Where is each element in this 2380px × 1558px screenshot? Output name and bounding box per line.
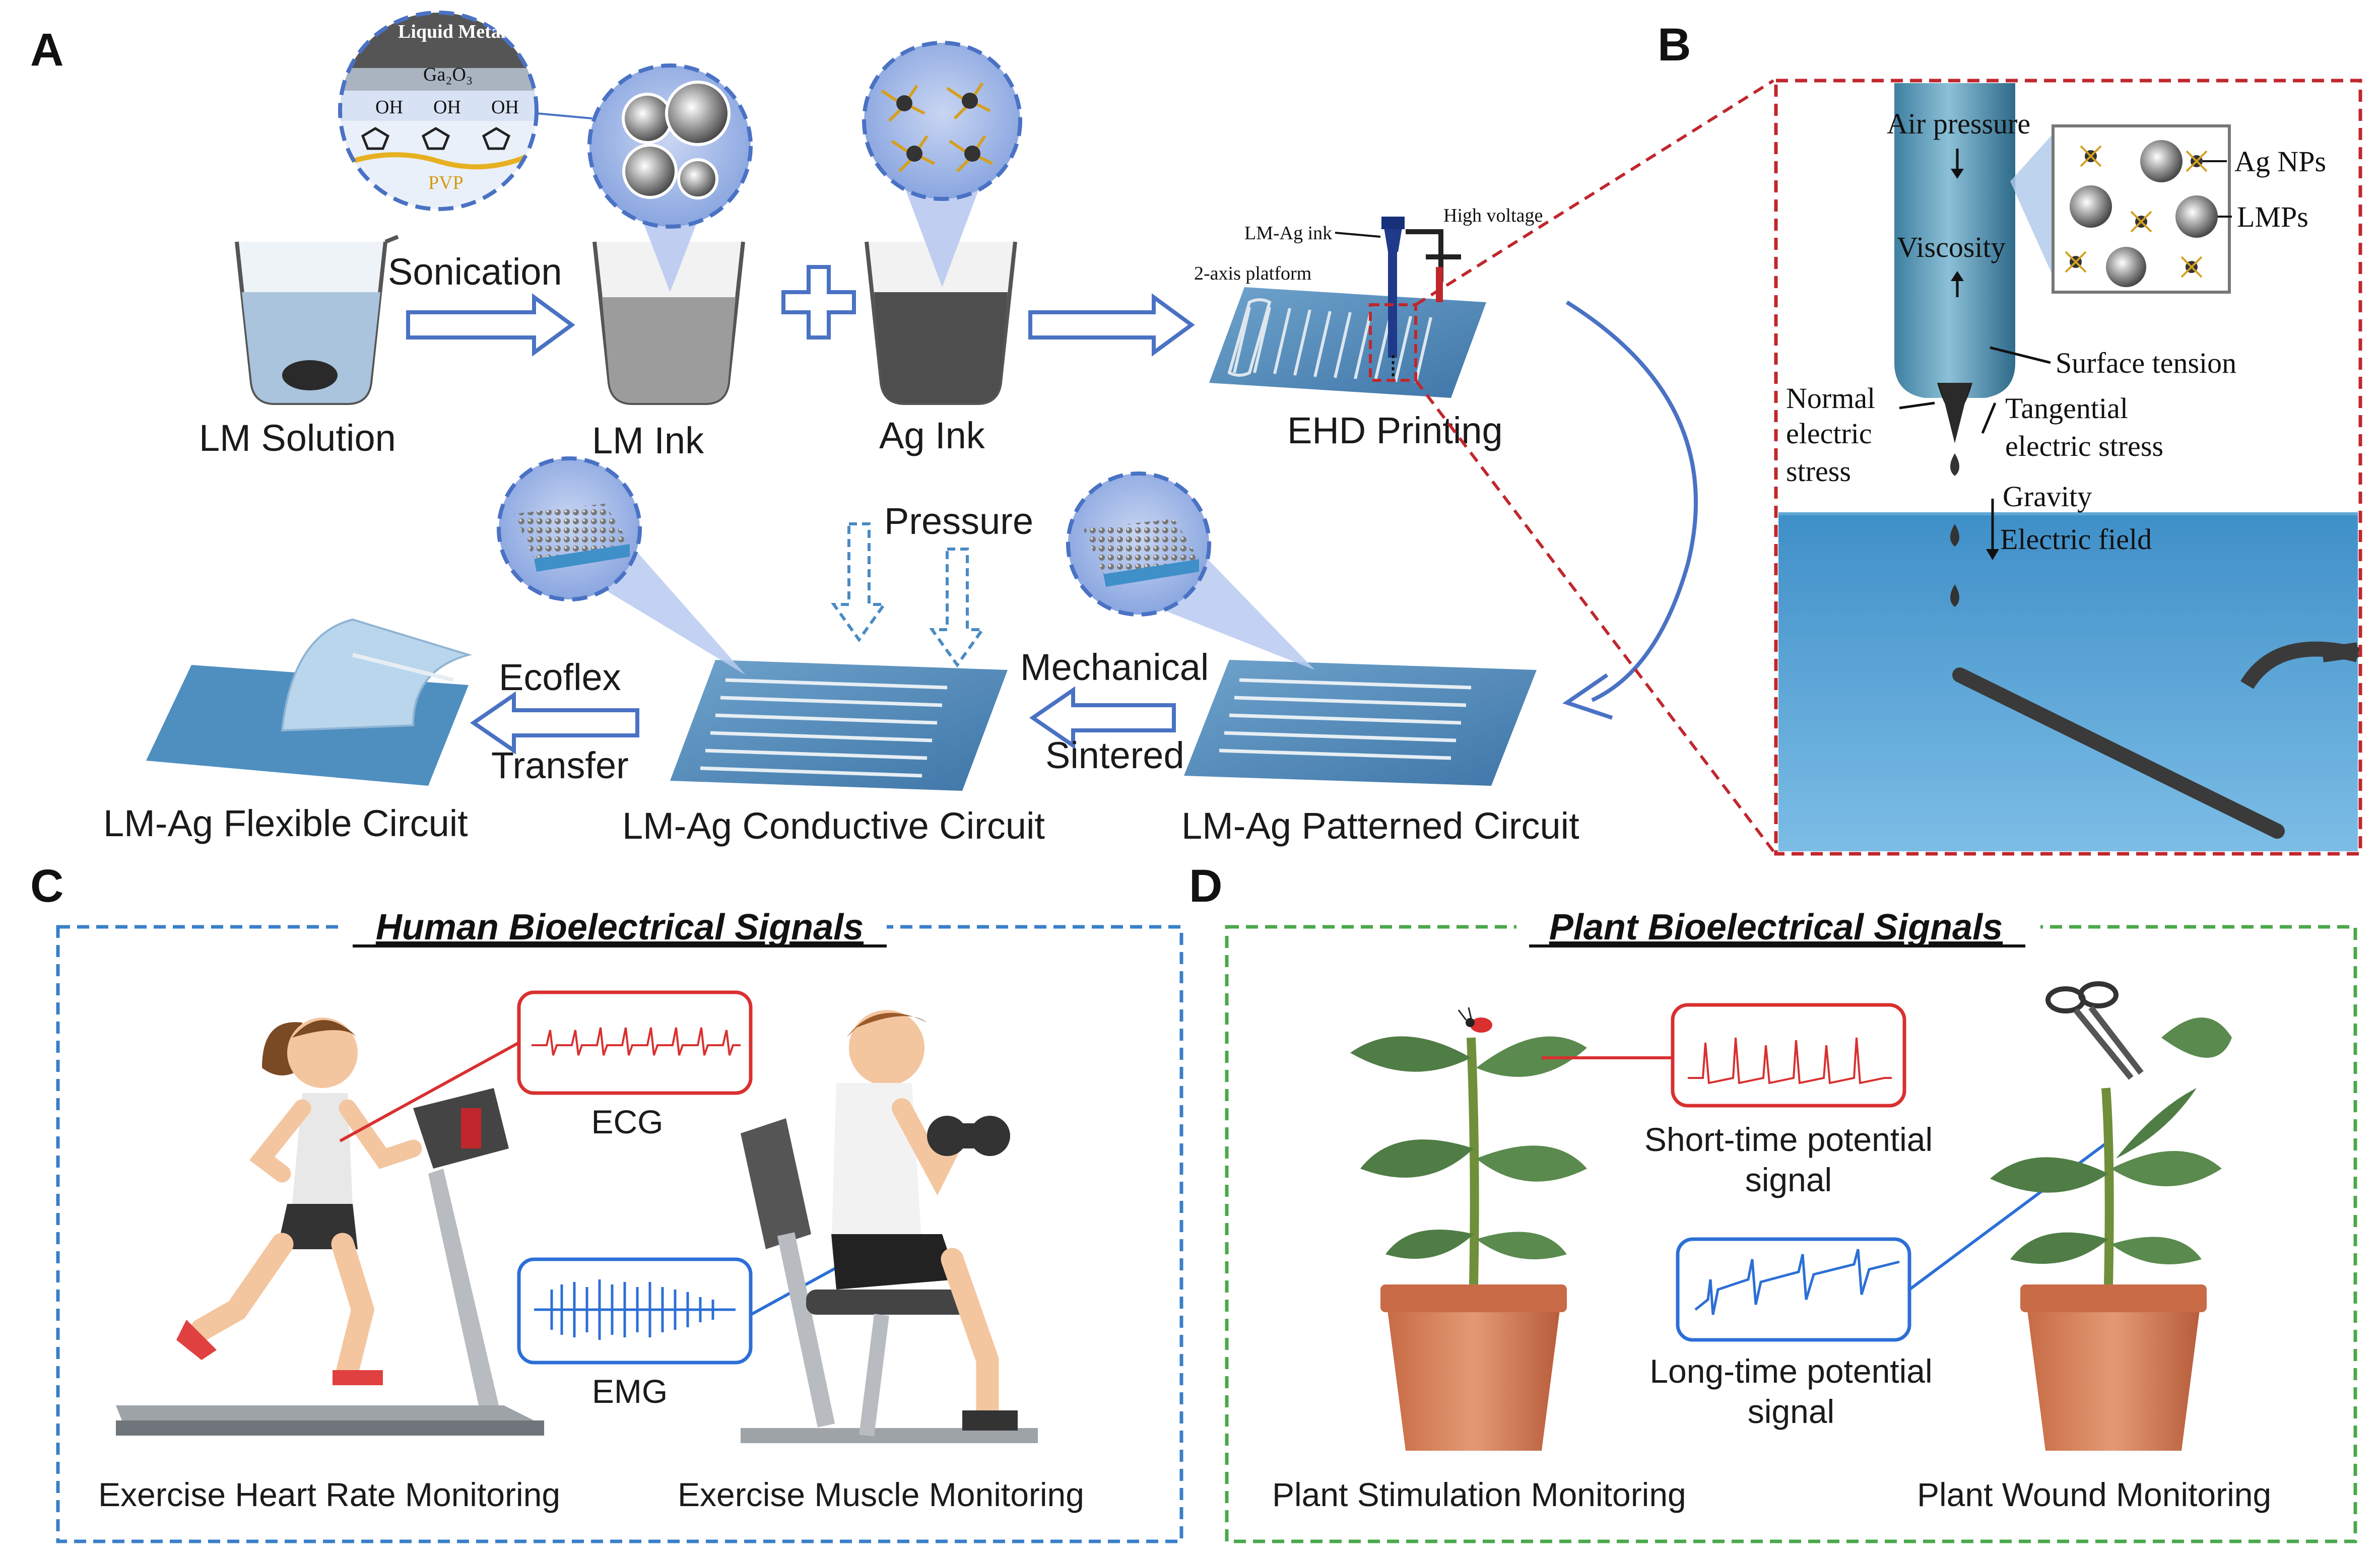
- connector-line-bottom: [1414, 379, 1775, 852]
- arrow-normal-stress: [1899, 401, 1935, 410]
- label-viscosity: Viscosity: [1897, 231, 2006, 263]
- treadmill-runner-illustration: [116, 1018, 544, 1436]
- label-air-pressure: Air pressure: [1887, 107, 2030, 140]
- label-long-time-1: Long-time potential: [1649, 1352, 1932, 1390]
- panel-label-b: B: [1658, 19, 1691, 71]
- panel-c-title: Human Bioelectrical Signals: [376, 907, 864, 947]
- label-heart-rate-monitoring: Exercise Heart Rate Monitoring: [98, 1476, 560, 1513]
- flexible-circuit-sheet: [146, 618, 473, 786]
- curved-arrow-ehd-to-patterned: [1565, 300, 1698, 702]
- label-lmps: LMPs: [2237, 200, 2308, 233]
- label-emg: EMG: [592, 1373, 668, 1410]
- panel-b-particle-inset: [2010, 124, 2232, 294]
- label-lm-solution: LM Solution: [199, 417, 396, 459]
- label-ag-ink: Ag Ink: [879, 415, 985, 456]
- pressure-arrows: [831, 522, 985, 668]
- label-sintered: Sintered: [1045, 734, 1184, 776]
- label-flexible-circuit: LM-Ag Flexible Circuit: [103, 802, 468, 844]
- arrowhead-viscosity: [1951, 271, 1964, 281]
- lm-ink-zoom-bubble: [587, 63, 753, 292]
- short-time-trace: [1688, 1037, 1892, 1085]
- panel-d-title-bg: [1516, 909, 2040, 950]
- panel-c-title-bg: [343, 909, 887, 950]
- ecg-trace: [532, 1027, 741, 1056]
- plant-stimulation-illustration: [1350, 1007, 1587, 1451]
- pointer-lm-ag-ink: [1335, 232, 1381, 238]
- label-electric-field: Electric field: [2000, 523, 2152, 556]
- label-stimulation-monitoring: Plant Stimulation Monitoring: [1272, 1476, 1686, 1513]
- label-lm-ag-ink: LM-Ag ink: [1244, 223, 1332, 244]
- label-long-time-2: signal: [1748, 1393, 1834, 1430]
- panel-d-title: Plant Bioelectrical Signals: [1549, 907, 2003, 947]
- label-short-time-1: Short-time potential: [1644, 1121, 1933, 1158]
- label-short-time-2: signal: [1745, 1161, 1832, 1198]
- arrow-mechanical-sintered: [1029, 686, 1176, 750]
- panel-label-c: C: [30, 860, 63, 912]
- patterned-zoom-bubble: [1066, 471, 1315, 670]
- label-oh-2: OH: [433, 97, 461, 118]
- label-tangential-1: Tangential: [2005, 392, 2128, 425]
- arrow-tangential-stress: [1981, 402, 1997, 434]
- label-mechanical: Mechanical: [1020, 646, 1209, 688]
- label-high-voltage: High voltage: [1443, 205, 1543, 226]
- panel-b-scene: [1778, 83, 2360, 851]
- gym-machine-illustration: [741, 1010, 1038, 1443]
- plus-icon: [781, 265, 856, 340]
- label-pvp: PVP: [428, 172, 464, 193]
- label-normal-2: electric: [1786, 417, 1872, 450]
- long-time-signal-box: [1676, 1237, 1911, 1342]
- label-ag-nps: Ag NPs: [2234, 145, 2326, 178]
- emg-trace: [534, 1279, 736, 1340]
- long-time-trace: [1694, 1249, 1900, 1315]
- label-ehd-printing: EHD Printing: [1287, 410, 1503, 451]
- curved-arrow-head: [1562, 673, 1613, 720]
- label-oh-3: OH: [491, 97, 519, 118]
- beaker-lm-ink: [592, 241, 745, 405]
- arrow-sonication: [406, 293, 575, 357]
- label-conductive-circuit: LM-Ag Conductive Circuit: [622, 805, 1045, 847]
- plant-wound-illustration: [1990, 981, 2232, 1451]
- label-gravity: Gravity: [2003, 480, 2092, 513]
- arrow-ecoflex-transfer: [470, 691, 639, 755]
- arrow-surface-tension: [1990, 346, 2051, 364]
- label-pressure: Pressure: [884, 500, 1033, 542]
- ehd-printing-stage: [1209, 217, 1486, 398]
- label-sonication: Sonication: [388, 251, 562, 293]
- arrowhead-air-pressure: [1951, 169, 1964, 179]
- conductive-circuit-plate: [670, 660, 1008, 791]
- label-patterned-circuit: LM-Ag Patterned Circuit: [1181, 805, 1579, 847]
- liquid-metal-inset: [338, 11, 592, 211]
- label-muscle-monitoring: Exercise Muscle Monitoring: [678, 1476, 1084, 1513]
- label-oh-1: OH: [375, 97, 403, 118]
- ag-ink-zoom-bubble: [862, 41, 1022, 287]
- label-ga2o3: Ga₂O₃: [423, 64, 473, 85]
- conductive-zoom-bubble: [497, 456, 746, 675]
- panel-label-d: D: [1189, 860, 1222, 912]
- label-normal-3: stress: [1786, 455, 1851, 488]
- label-ecoflex: Ecoflex: [499, 656, 621, 698]
- patterned-circuit-plate: [1184, 660, 1537, 786]
- ecg-signal-box: [517, 990, 753, 1095]
- label-ecg: ECG: [591, 1103, 663, 1140]
- label-transfer: Transfer: [491, 744, 629, 786]
- label-lm-ink: LM Ink: [592, 420, 704, 461]
- label-surface-tension: Surface tension: [2056, 347, 2236, 379]
- label-normal-1: Normal: [1786, 382, 1875, 415]
- arrowhead-gravity-field: [1986, 549, 1999, 560]
- label-two-axis-platform: 2-axis platform: [1194, 263, 1311, 284]
- beaker-ag-ink: [865, 241, 1017, 405]
- label-liquid-metal: Liquid Metal: [398, 21, 506, 42]
- ecg-connector-line: [339, 1041, 520, 1142]
- panel-label-a: A: [30, 24, 63, 76]
- label-tangential-2: electric stress: [2005, 430, 2163, 462]
- connector-line-top: [1415, 79, 1774, 306]
- arrow-to-ehd: [1028, 293, 1195, 357]
- beaker-lm-solution: [235, 235, 399, 405]
- label-wound-monitoring: Plant Wound Monitoring: [1917, 1476, 2271, 1513]
